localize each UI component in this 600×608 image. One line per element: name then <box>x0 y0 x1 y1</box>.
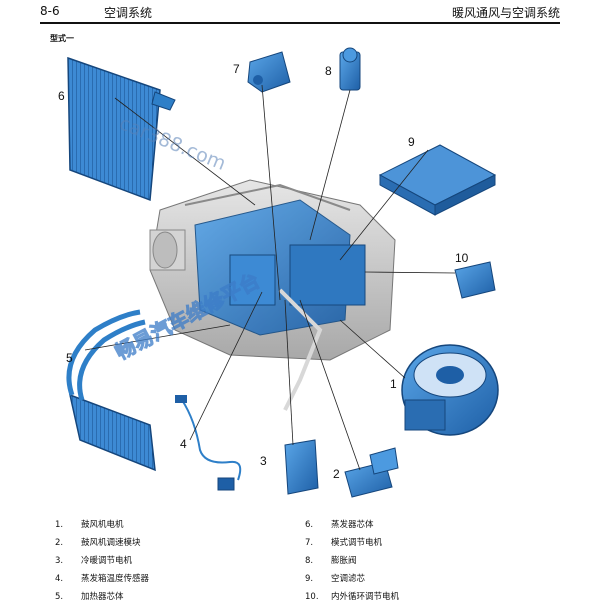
page-header: 8-6 空调系统 暖风通风与空调系统 <box>40 0 560 24</box>
callout-10: 10 <box>455 251 469 265</box>
callout-7: 7 <box>233 62 240 76</box>
page-number: 8-6 <box>40 4 60 18</box>
blend-door-motor <box>285 440 318 494</box>
callout-6: 6 <box>58 89 65 103</box>
callout-8: 8 <box>325 64 332 78</box>
chapter-title: 空调系统 <box>104 4 152 21</box>
callout-3: 3 <box>260 454 267 468</box>
cabin-filter <box>380 145 495 215</box>
mode-motor <box>248 52 290 92</box>
recirculation-motor <box>455 262 495 298</box>
blower-motor <box>402 345 498 435</box>
callout-1: 1 <box>390 377 397 391</box>
section-title: 暖风通风与空调系统 <box>452 4 560 21</box>
callout-5: 5 <box>66 351 73 365</box>
callout-9: 9 <box>408 135 415 149</box>
expansion-valve <box>340 48 360 90</box>
blower-speed-module <box>345 448 398 497</box>
callout-4: 4 <box>180 437 187 451</box>
callout-2: 2 <box>333 467 340 481</box>
hvac-exploded-diagram: 6 7 8 9 10 1 2 3 4 5 car388.com 畅易汽车维修平台 <box>0 40 600 500</box>
